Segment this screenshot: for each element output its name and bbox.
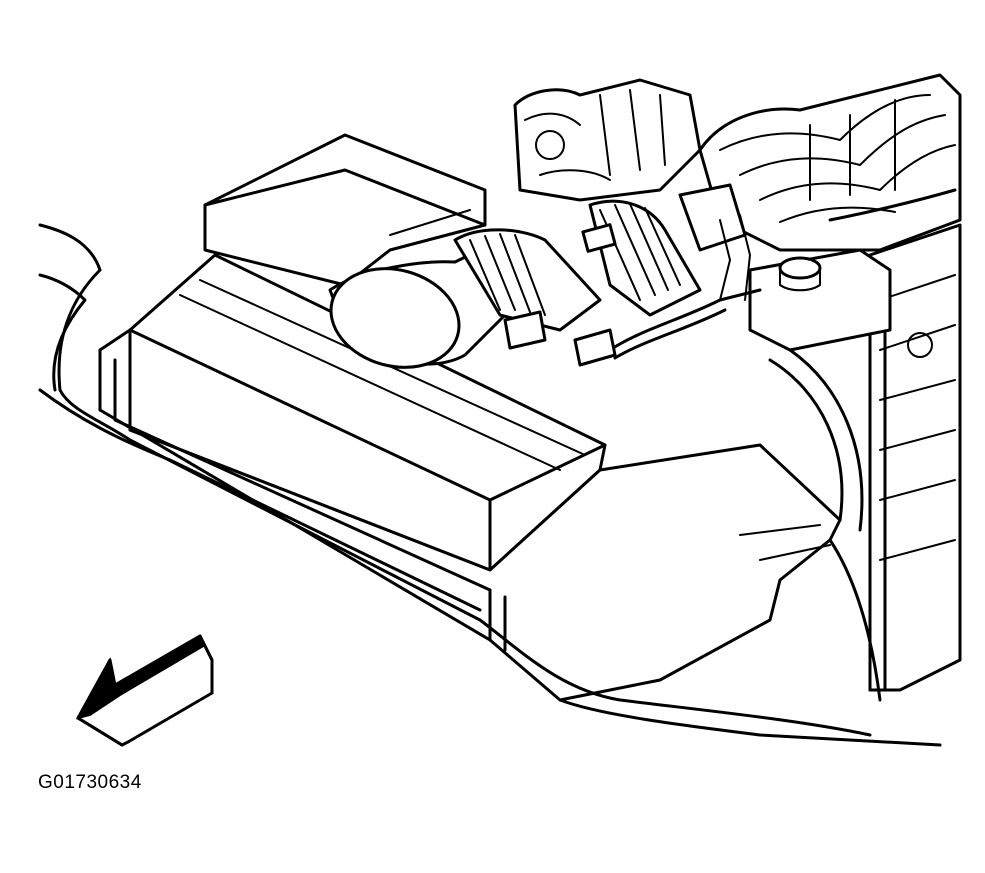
engine-components — [513, 78, 702, 202]
fender-outline — [38, 223, 942, 747]
figure-code: G01730634 — [38, 772, 142, 793]
forward-direction-arrow-icon — [76, 634, 214, 747]
intake-duct-elbow — [328, 238, 512, 369]
wiring-harness — [503, 188, 957, 367]
radiator-assembly — [828, 223, 962, 692]
throttle-body-maf — [453, 183, 747, 332]
air-cleaner-upper-housing — [203, 133, 487, 287]
coolant-reservoir — [748, 248, 892, 352]
fan-shroud — [768, 348, 864, 532]
